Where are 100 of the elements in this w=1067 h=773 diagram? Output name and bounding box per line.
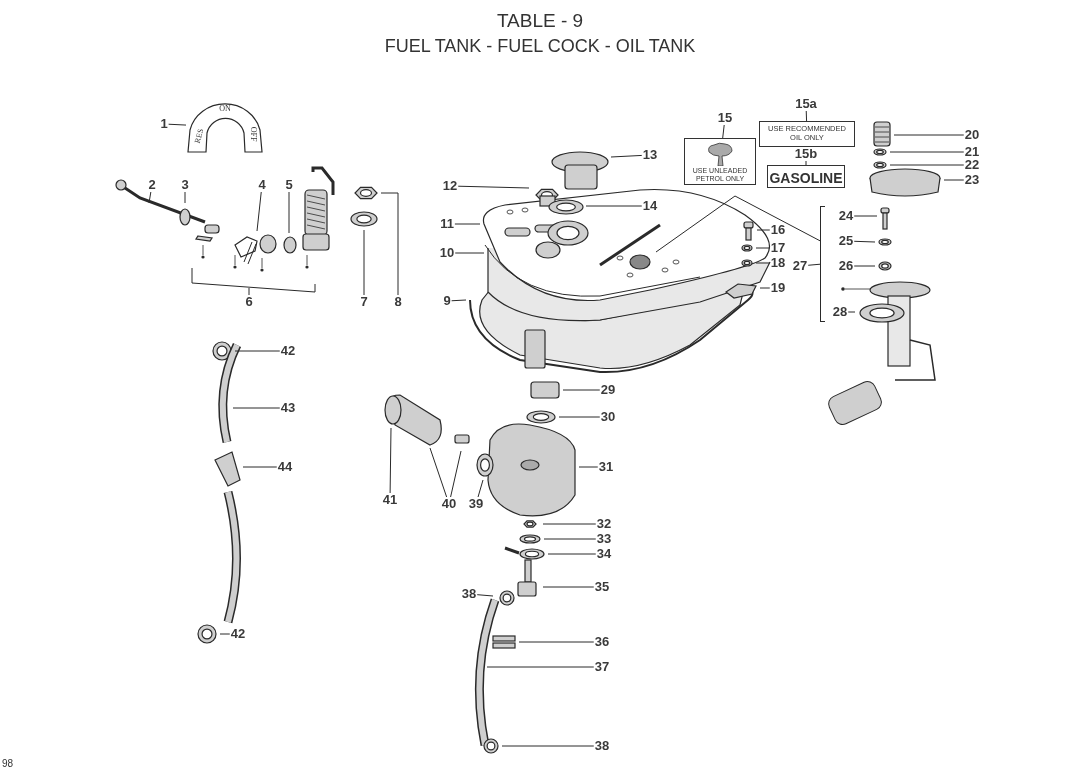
leader-line — [943, 179, 965, 181]
callout-number: 1 — [159, 117, 169, 131]
leader-line — [853, 240, 876, 243]
callout-number: 24 — [837, 209, 855, 223]
leader-line — [429, 447, 448, 498]
leader-line — [722, 124, 725, 139]
callout-number: 6 — [244, 295, 254, 309]
callout-number: 29 — [599, 383, 617, 397]
title: TABLE - 9 — [496, 10, 584, 32]
leader-line — [454, 252, 485, 254]
leader-line — [476, 594, 494, 597]
callout-number: 35 — [593, 580, 611, 594]
callout-number: 20 — [963, 128, 981, 142]
leader-line — [889, 151, 965, 153]
sticker-text: GASOLINE — [768, 168, 844, 187]
leader-line — [547, 553, 597, 555]
leader-line — [518, 641, 595, 643]
callout-number: 41 — [381, 493, 399, 507]
leader-line — [242, 466, 278, 468]
callout-number: 3 — [180, 178, 190, 192]
leader-line — [542, 523, 597, 525]
callout-number: 34 — [595, 547, 613, 561]
callout-number: 15a — [794, 97, 818, 111]
selector-plate — [186, 100, 266, 154]
callout-number: 11 — [439, 217, 455, 231]
callout-number: 18 — [769, 256, 787, 270]
leader-line — [578, 466, 599, 468]
leader-line — [288, 191, 290, 234]
leader-line — [558, 416, 601, 418]
callout-number: 7 — [359, 295, 369, 309]
leader-line — [889, 164, 965, 166]
callout-number: 25 — [837, 234, 855, 248]
leader-line — [486, 666, 595, 668]
callout-number: 39 — [467, 497, 485, 511]
leader-line — [585, 205, 643, 207]
callout-number: 2 — [147, 178, 157, 192]
warning-sticker — [759, 121, 855, 147]
callout-number: 19 — [769, 281, 787, 295]
callout-number: 32 — [595, 517, 613, 531]
callout-number: 5 — [284, 178, 294, 192]
callout-number: 38 — [460, 587, 478, 601]
leader-line — [755, 247, 771, 249]
callout-number: 36 — [593, 635, 611, 649]
leader-line — [847, 311, 856, 313]
leader-line — [168, 123, 187, 126]
leader-line — [457, 185, 530, 189]
leader-line — [219, 633, 231, 635]
leader-line — [805, 160, 807, 166]
leader-line — [451, 299, 467, 302]
leader-line — [543, 538, 597, 540]
callout-number: 4 — [257, 178, 267, 192]
leader-line — [853, 215, 878, 217]
subtitle: FUEL TANK - FUEL COCK - OIL TANK — [384, 36, 696, 57]
leader-line — [807, 263, 821, 266]
callout-number: 33 — [595, 532, 613, 546]
callout-number: 16 — [769, 223, 787, 237]
leader-line — [655, 195, 821, 253]
callout-number: 40 — [440, 497, 458, 511]
leader-line — [184, 191, 186, 204]
callout-number: 44 — [276, 460, 294, 474]
callout-number: 10 — [438, 246, 456, 260]
callout-number: 31 — [597, 460, 615, 474]
bracket — [820, 206, 825, 322]
leader-line — [380, 192, 399, 296]
leader-line — [501, 745, 595, 747]
callout-number: 9 — [442, 294, 452, 308]
callout-number: 17 — [769, 241, 787, 255]
callout-number: 37 — [593, 660, 611, 674]
leader-line — [232, 407, 281, 409]
part-marking: OFF — [248, 126, 258, 142]
callout-number: 23 — [963, 173, 981, 187]
callout-number: 43 — [279, 401, 297, 415]
part-marking: ON — [219, 103, 231, 113]
leader-line — [853, 265, 876, 267]
callout-number: 26 — [837, 259, 855, 273]
callout-number: 12 — [441, 179, 459, 193]
leader-line — [542, 586, 595, 588]
callout-number: 8 — [393, 295, 403, 309]
page-number: 98 — [2, 758, 14, 769]
leader-line — [610, 154, 643, 158]
leader-line — [234, 350, 281, 352]
callout-number: 42 — [279, 344, 297, 358]
leader-line — [759, 287, 771, 289]
leader-line — [148, 191, 152, 204]
callout-number: 30 — [599, 410, 617, 424]
leader-line — [363, 229, 365, 296]
leader-line — [450, 450, 462, 498]
callout-number: 13 — [641, 148, 659, 162]
leader-line — [248, 287, 250, 296]
callout-number: 27 — [791, 259, 809, 273]
callout-number: 21 — [963, 145, 981, 159]
callout-number: 22 — [963, 158, 981, 172]
leader-line — [562, 389, 601, 391]
part-marking: RES — [192, 127, 206, 145]
leader-line — [755, 262, 771, 264]
callout-number: 15b — [793, 147, 819, 161]
leader-line — [256, 191, 262, 232]
leader-line — [389, 427, 392, 494]
leader-line — [454, 223, 481, 225]
leader-line — [756, 229, 771, 231]
